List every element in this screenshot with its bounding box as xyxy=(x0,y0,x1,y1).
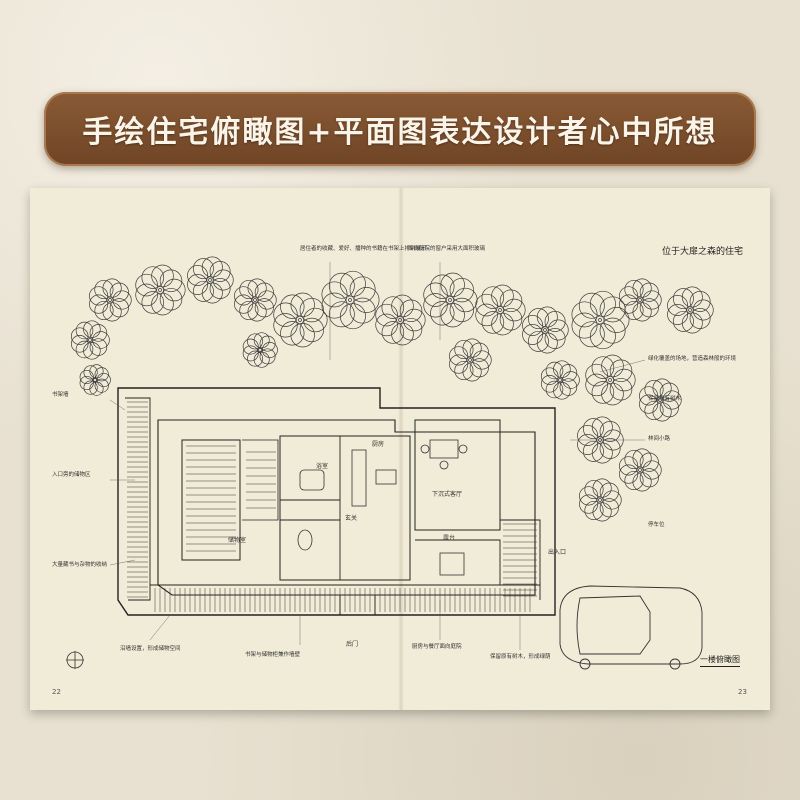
bathtub xyxy=(299,469,325,491)
room-label-kitchen: 厨房 xyxy=(372,440,384,448)
kitchen-counter xyxy=(351,449,367,507)
tree-canopy xyxy=(375,294,426,346)
service-core xyxy=(279,435,411,581)
tree-canopy xyxy=(273,292,328,348)
note-right-3: 林间小路 xyxy=(648,434,671,442)
toilet xyxy=(297,529,313,551)
note-right-4: 停车位 xyxy=(648,520,665,528)
tree-canopy xyxy=(667,286,714,334)
note-right-1: 绿化覆盖的场地，营造森林般的环境 xyxy=(648,354,737,362)
figure-label: 一楼俯瞰图 xyxy=(700,654,740,667)
page-number-left: 22 xyxy=(52,688,61,696)
tree-canopy xyxy=(619,448,662,492)
tree-canopy xyxy=(423,272,478,328)
room-label-back-door: 后门 xyxy=(346,640,358,648)
inner-wall xyxy=(157,419,536,596)
chair xyxy=(439,460,449,470)
sunken-living-outline xyxy=(414,419,501,531)
room-label-garden-door: 出入口 xyxy=(548,548,566,556)
annotation-leaders xyxy=(109,262,646,650)
room-label-entrance: 玄关 xyxy=(345,514,357,522)
porch-table xyxy=(439,552,465,576)
room-label-porch: 露台 xyxy=(443,534,455,542)
porch-outline xyxy=(415,539,501,586)
note-left-3: 大量藏书与杂物的收纳 xyxy=(52,560,108,568)
tree-canopy xyxy=(79,364,111,396)
tree-canopy xyxy=(70,320,110,360)
page-number-right: 23 xyxy=(738,688,747,696)
note-top-left: 居住者的收藏、爱好、播种的书籍在书架上排列展示 xyxy=(300,244,427,252)
room-label-storage: 储物室 xyxy=(228,536,246,544)
room-label-living: 下沉式客厅 xyxy=(432,490,462,498)
tree-canopy xyxy=(571,290,630,350)
core-partitions xyxy=(280,436,341,580)
bookshelf-hatching xyxy=(127,401,537,612)
stair-area xyxy=(242,439,279,521)
east-planter xyxy=(500,519,541,600)
title-banner: 手绘住宅俯瞰图+平面图表达设计者心中所想 xyxy=(44,92,756,166)
kitchen-island xyxy=(375,469,397,485)
parked-car xyxy=(559,585,703,670)
tree-canopy xyxy=(522,306,569,354)
tree-canopy xyxy=(242,332,278,368)
tree-canopy xyxy=(619,278,662,322)
tree-canopy xyxy=(639,378,682,422)
garden-trees xyxy=(70,256,714,522)
tree-canopy xyxy=(579,478,622,522)
note-bottom-4: 保留原有树木，形成绿荫 xyxy=(490,652,551,660)
stairs xyxy=(246,451,276,509)
west-shelf xyxy=(125,397,151,601)
chair xyxy=(458,444,468,454)
note-left-2: 入口旁的储物区 xyxy=(52,470,91,478)
storage-room xyxy=(181,439,241,561)
tree-canopy xyxy=(540,360,580,400)
note-bottom-2: 书架与储物柜兼作墙壁 xyxy=(245,650,301,658)
room-label-bath: 浴室 xyxy=(316,462,328,470)
outer-wall xyxy=(117,387,556,616)
note-bottom-3: 厨房与餐厅面向庭院 xyxy=(412,642,462,650)
tree-canopy xyxy=(321,270,380,330)
note-right-2: 保留原有树木 xyxy=(648,394,682,402)
house-structure xyxy=(117,387,556,616)
chair xyxy=(420,444,430,454)
tree-canopy xyxy=(89,278,132,322)
book-spine xyxy=(398,188,404,710)
north-compass-icon xyxy=(66,651,84,669)
dining-table xyxy=(429,439,459,459)
tree-canopy xyxy=(475,284,526,336)
note-left-1: 书架墙 xyxy=(52,390,69,398)
page-heading: 位于大扉之森的住宅 xyxy=(662,247,744,257)
tree-canopy xyxy=(585,354,636,406)
tree-canopy xyxy=(187,256,234,304)
open-book-spread xyxy=(30,188,770,710)
furniture xyxy=(297,439,468,576)
banner-title: 手绘住宅俯瞰图+平面图表达设计者心中所想 xyxy=(82,115,718,150)
tree-canopy xyxy=(234,278,277,322)
tree-canopy xyxy=(449,338,492,382)
note-bottom-1: 沿墙设置，形成储物空间 xyxy=(120,644,181,652)
tree-canopy xyxy=(135,264,186,316)
note-top-middle: 面向庭院的窗户采用大面积玻璃 xyxy=(408,244,486,252)
